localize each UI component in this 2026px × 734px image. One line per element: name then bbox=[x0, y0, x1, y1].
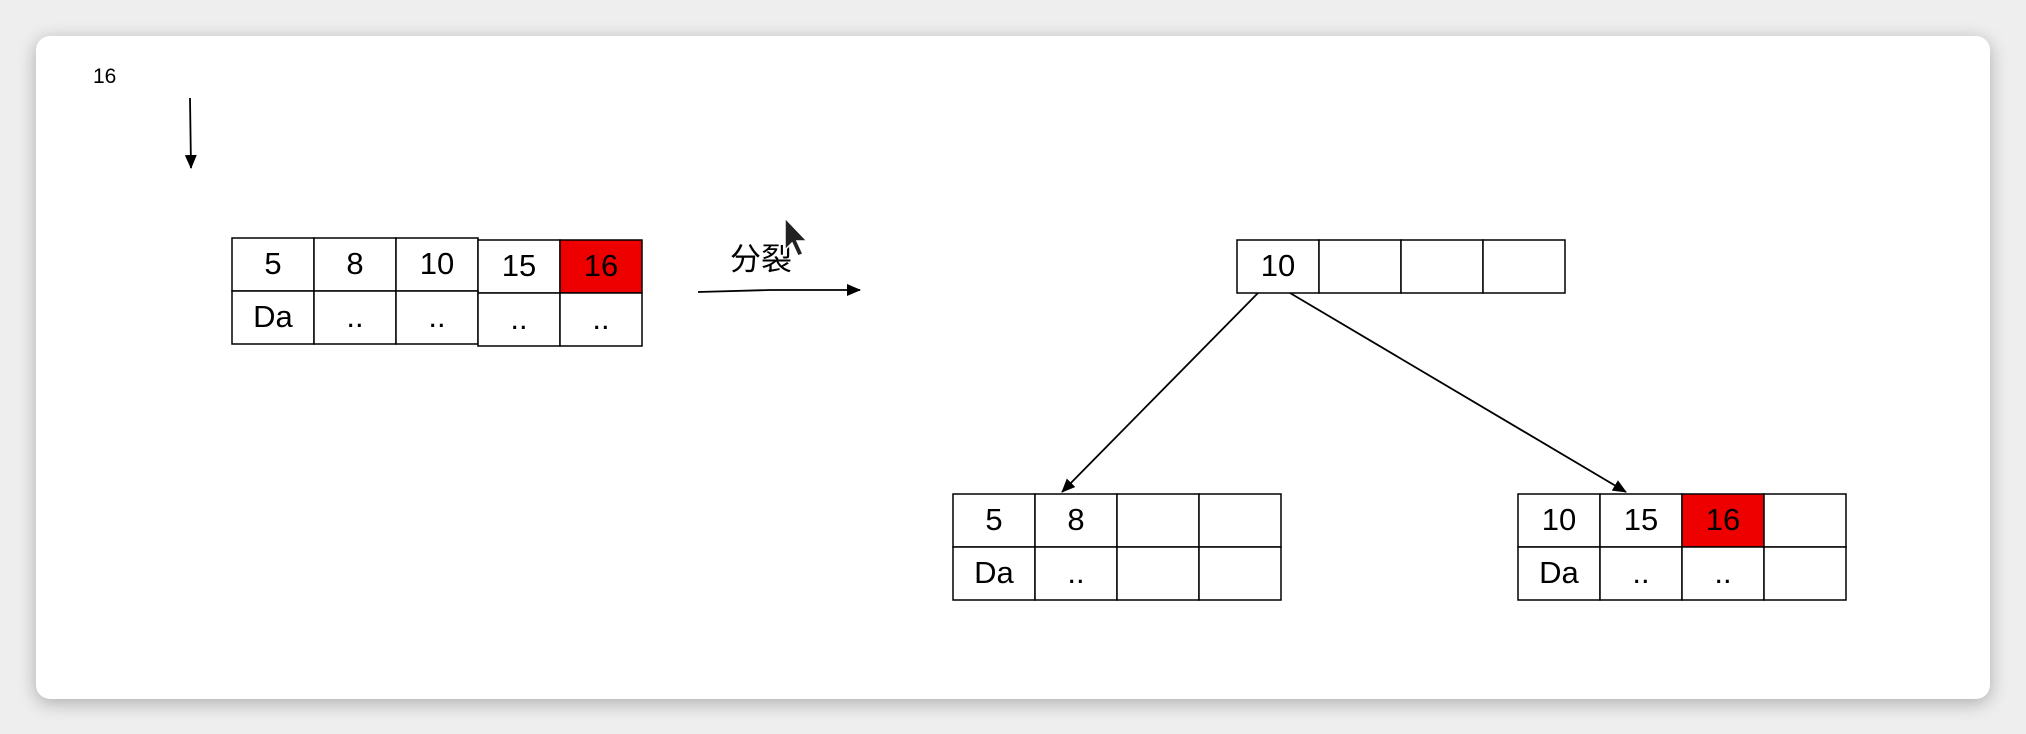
left-data-cell bbox=[1116, 546, 1200, 601]
right-key-cell bbox=[1517, 493, 1601, 548]
right-key-cell bbox=[1763, 493, 1847, 548]
before-key-highlighted: 16 bbox=[584, 248, 618, 283]
before-data: .. bbox=[428, 299, 445, 334]
insert-arrow bbox=[184, 97, 197, 169]
before-key: 10 bbox=[420, 246, 454, 281]
root-key: 10 bbox=[1261, 248, 1295, 283]
left-data-cell bbox=[952, 546, 1036, 601]
right-leaf-node: 10 15 16 Da .. .. bbox=[1517, 493, 1847, 601]
before-data-cell bbox=[477, 292, 561, 347]
left-data: .. bbox=[1067, 555, 1084, 590]
left-key-cell bbox=[952, 493, 1036, 548]
before-data-cell bbox=[395, 290, 479, 345]
before-key-cell bbox=[231, 237, 315, 292]
edge-root-to-left-leaf bbox=[1061, 292, 1259, 493]
before-data-cell bbox=[559, 292, 643, 347]
right-data: .. bbox=[1632, 555, 1649, 590]
before-key-cell bbox=[313, 237, 397, 292]
insert-key-label: 16 bbox=[93, 65, 116, 88]
root-node: 10 bbox=[1236, 239, 1566, 294]
left-key: 5 bbox=[985, 502, 1002, 537]
right-key-cell bbox=[1599, 493, 1683, 548]
mouse-cursor-icon bbox=[784, 216, 809, 257]
edge-root-to-right-leaf bbox=[1289, 292, 1627, 493]
right-key: 15 bbox=[1624, 502, 1658, 537]
left-data-cell bbox=[1198, 546, 1282, 601]
right-data: .. bbox=[1714, 555, 1731, 590]
left-key: 8 bbox=[1067, 502, 1084, 537]
right-data-cell bbox=[1763, 546, 1847, 601]
split-arrow bbox=[697, 284, 861, 296]
right-key-cell-highlighted bbox=[1681, 493, 1765, 548]
before-data: .. bbox=[346, 299, 363, 334]
left-key-cell bbox=[1198, 493, 1282, 548]
before-key: 8 bbox=[346, 246, 363, 281]
before-data: Da bbox=[253, 299, 293, 334]
root-key-cell bbox=[1400, 239, 1484, 294]
right-key-highlighted: 16 bbox=[1706, 502, 1740, 537]
before-key: 5 bbox=[264, 246, 281, 281]
left-leaf-node: 5 8 Da .. bbox=[952, 493, 1282, 601]
before-data: .. bbox=[592, 301, 609, 336]
left-key-cell bbox=[1116, 493, 1200, 548]
node-before-split: 5 8 10 15 16 Da .. .. .. .. bbox=[231, 237, 643, 347]
split-label: 分裂 bbox=[730, 242, 792, 278]
right-data-cell bbox=[1517, 546, 1601, 601]
right-data: Da bbox=[1539, 555, 1579, 590]
root-key-cell bbox=[1236, 239, 1320, 294]
root-key-cell bbox=[1318, 239, 1402, 294]
right-data-cell bbox=[1599, 546, 1683, 601]
root-key-cell bbox=[1482, 239, 1566, 294]
before-key-cell bbox=[395, 237, 479, 292]
before-key: 15 bbox=[502, 248, 536, 283]
left-data: Da bbox=[974, 555, 1014, 590]
before-data-cell bbox=[231, 290, 315, 345]
before-data: .. bbox=[510, 301, 527, 336]
right-key: 10 bbox=[1542, 502, 1576, 537]
